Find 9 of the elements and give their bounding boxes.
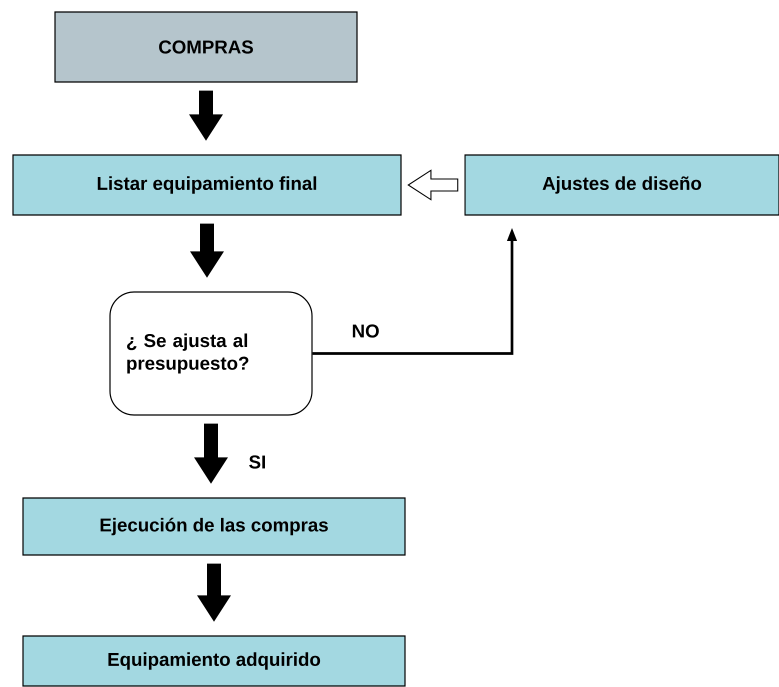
- decision-box: ¿ Se ajusta al presupuesto?: [109, 291, 313, 416]
- process-box: Equipamiento adquirido: [22, 635, 406, 687]
- process-box: Listar equipamiento final: [12, 154, 402, 216]
- arrow: [407, 169, 458, 201]
- edge-label: SI: [247, 454, 268, 470]
- process-box: Ejecución de las compras: [22, 497, 406, 556]
- edge-label: NO: [350, 323, 381, 339]
- title-box: COMPRAS: [54, 11, 358, 83]
- process-box: Ajustes de diseño: [464, 154, 779, 216]
